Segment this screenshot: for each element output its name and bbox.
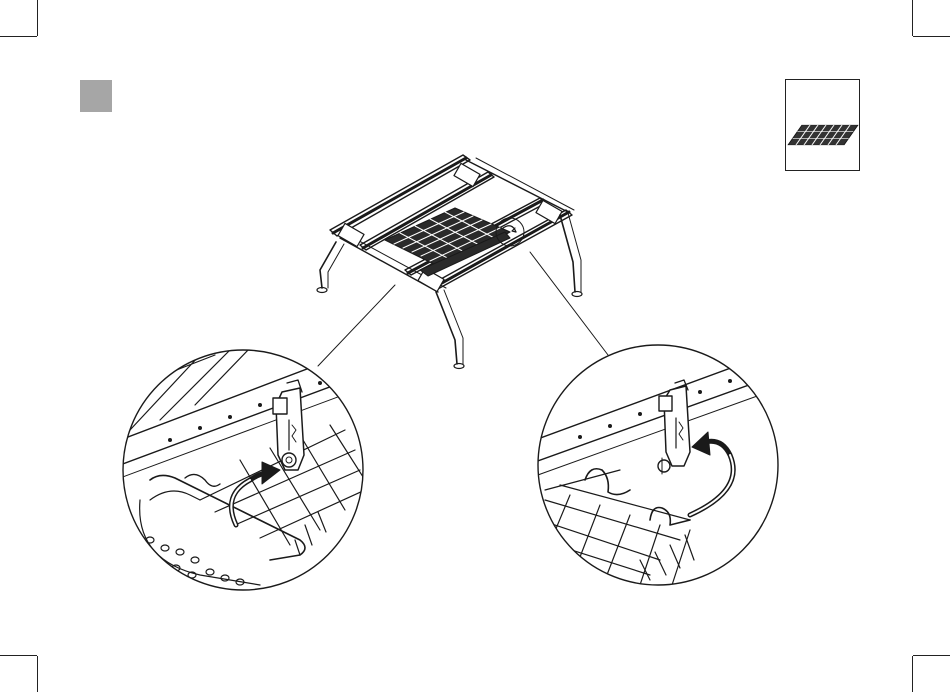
clip-detail-left-illustration	[120, 345, 370, 590]
clip-detail-right-illustration	[535, 345, 785, 585]
cutlery-tray	[385, 208, 510, 276]
